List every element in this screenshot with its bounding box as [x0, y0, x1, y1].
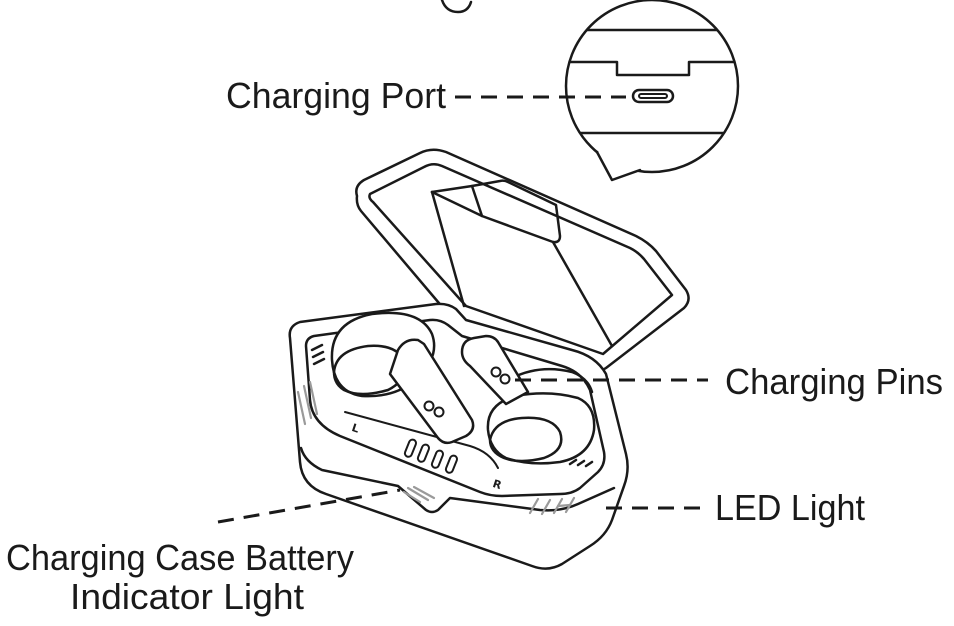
label-battery-indicator-line2: Indicator Light: [70, 576, 304, 617]
lens-tail-fill: [597, 150, 640, 180]
lid-crease-mid: [430, 190, 484, 218]
right-earbud-stem: [460, 334, 530, 406]
left-earbud: [330, 311, 475, 445]
lid-crease-top: [430, 184, 474, 194]
right-earbud-cavity: [486, 392, 596, 465]
lid-crease-right: [551, 240, 614, 348]
label-battery-indicator-line1: Charging Case Battery: [6, 537, 354, 578]
right-charging-pin: [499, 373, 511, 385]
platform-edge: [344, 411, 499, 469]
left-side-mark: L: [350, 421, 361, 436]
lid-inner-border: [368, 163, 674, 356]
label-charging-pins: Charging Pins: [725, 361, 943, 402]
right-grip-marks: [568, 458, 594, 468]
usb-c-port-icon: [631, 88, 675, 104]
front-face-edge: [299, 446, 616, 514]
right-cavity-arc: [510, 367, 594, 394]
label-charging-port: Charging Port: [226, 75, 446, 116]
side-hatch: [296, 380, 319, 426]
left-earbud-stem: [388, 338, 475, 445]
lens-tail: [595, 150, 642, 182]
label-led-light: LED Light: [715, 487, 865, 528]
usb-c-port-inner: [638, 93, 668, 99]
right-charging-pin: [490, 366, 502, 378]
right-earbud-tip: [488, 416, 563, 463]
left-charging-pin: [433, 406, 445, 418]
magnifier-lens: [564, 0, 740, 182]
left-grip-marks: [310, 343, 326, 366]
left-charging-pin: [423, 400, 435, 412]
battery-indicator-leader: [217, 488, 401, 524]
right-earbud: [460, 334, 596, 465]
battery-indicator-light: [402, 485, 436, 504]
lens-notch-line: [566, 60, 738, 77]
tray-rim: [304, 318, 606, 498]
lid-tab: [470, 179, 562, 244]
lens-circle: [564, 0, 740, 174]
led-light: [528, 496, 576, 516]
battery-level-leds: [403, 438, 459, 474]
lid-crease-left: [430, 190, 466, 308]
cropped-heading-fragment: [440, 0, 473, 14]
